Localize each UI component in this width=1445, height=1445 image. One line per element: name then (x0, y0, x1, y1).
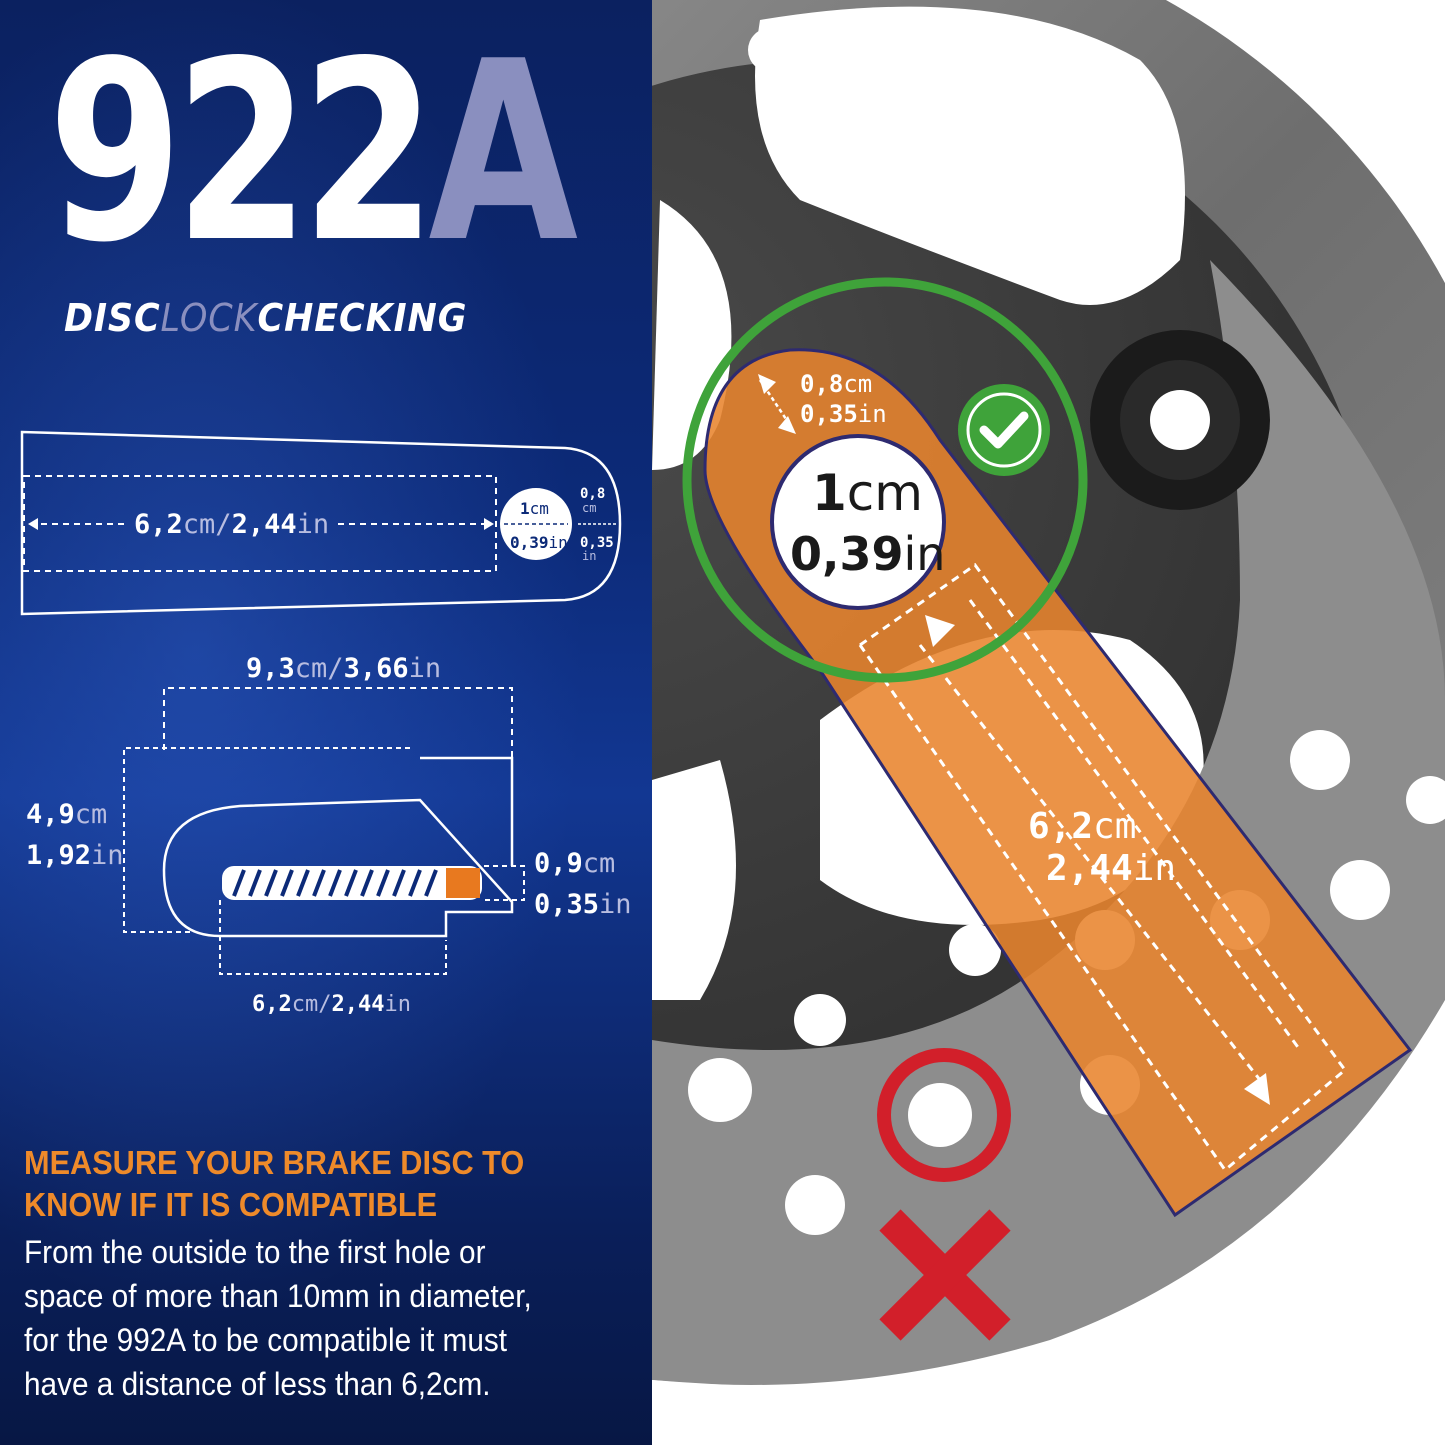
side-height-cm: 4,9cm (26, 799, 107, 830)
arrow-left-icon (28, 518, 38, 530)
body-line: space of more than 10mm in diameter, (24, 1278, 532, 1314)
info-panel: 922A DISCLOCKCHECKING 6,2cm/2,44in 1cm 0… (0, 0, 652, 1445)
overlay-length-cm: 6,2cm (1028, 806, 1136, 847)
overlay-hole-cm: 1cm (812, 464, 923, 522)
subtitle: DISCLOCKCHECKING (64, 296, 467, 340)
spider-cutout (755, 6, 1185, 306)
cross-icon (879, 1209, 1011, 1341)
heading-line: MEASURE YOUR BRAKE DISC TO (24, 1144, 525, 1181)
lock-body-outline (162, 756, 514, 938)
body-line: From the outside to the first hole or (24, 1234, 486, 1270)
subtitle-lock: LOCK (160, 296, 258, 340)
overlay-edge-cm: 0,8cm (800, 370, 872, 398)
overlay-length-in: 2,44in (1046, 848, 1176, 889)
brake-disc-illustration: 1cm 0,39in 0,8cm 0,35in 6,2cm 2,44in (652, 0, 1445, 1445)
top-length-label: 6,2cm/2,44in (134, 509, 329, 540)
model-digits: 922 (48, 9, 436, 297)
top-edge-in-value: 0,35 (580, 535, 614, 551)
top-view-slot-outline (23, 475, 497, 572)
heading-line: KNOW IF IT IS COMPATIBLE (24, 1186, 438, 1223)
lock-dimension-diagrams: 6,2cm/2,44in 1cm 0,39in 0,8 cm 0,35 in 9… (20, 430, 632, 1017)
arrow-right-icon (484, 518, 494, 530)
arrow-icon (1244, 1073, 1270, 1105)
subtitle-checking: CHECKING (257, 296, 468, 340)
side-depth-label: 6,2cm/2,44in (252, 992, 411, 1017)
side-height-in: 1,92in (26, 840, 124, 871)
brake-disc-photo: 1cm 0,39in 0,8cm 0,35in 6,2cm 2,44in (652, 0, 1445, 1445)
top-edge-cm-unit: cm (582, 501, 596, 515)
incompatible-circle-icon (877, 1048, 1011, 1182)
arrow-icon (925, 615, 955, 647)
checkmark-icon (958, 384, 1050, 476)
instructions-heading: MEASURE YOUR BRAKE DISC TO KNOW IF IT IS… (24, 1142, 601, 1226)
top-view-diagram: 6,2cm/2,44in 1cm 0,39in 0,8 cm 0,35 in (20, 430, 622, 616)
spider-cutout (652, 200, 732, 470)
side-pin-cm: 0,9cm (534, 848, 615, 879)
model-title: 922A (48, 18, 578, 288)
body-line: for the 992A to be compatible it must (24, 1322, 508, 1358)
top-hole-cm: 1cm (520, 499, 549, 518)
top-view-outline (20, 430, 622, 616)
spider-cutout (652, 760, 736, 1000)
top-edge-in-unit: in (582, 549, 596, 563)
overlay-edge-in: 0,35in (800, 400, 887, 428)
compatible-circle (682, 277, 1088, 683)
pin-stripes (232, 869, 438, 897)
side-pin-in: 0,35in (534, 889, 632, 920)
top-hole-in: 0,39in (510, 533, 568, 552)
top-edge-cm-value: 0,8 (580, 486, 605, 502)
overlay-hole-in: 0,39in (790, 527, 945, 581)
side-width-label: 9,3cm/3,66in (246, 653, 441, 684)
body-line: have a distance of less than 6,2cm. (24, 1366, 491, 1402)
instructions: MEASURE YOUR BRAKE DISC TO KNOW IF IT IS… (24, 1142, 644, 1406)
side-view-diagram: 9,3cm/3,66in 4 (26, 653, 632, 1017)
model-letter: A (428, 9, 578, 297)
pin-tip (446, 868, 480, 898)
subtitle-disc: DISC (64, 296, 161, 340)
overlay-hole-circle (770, 434, 946, 610)
instructions-body: From the outside to the first hole or sp… (24, 1230, 601, 1406)
